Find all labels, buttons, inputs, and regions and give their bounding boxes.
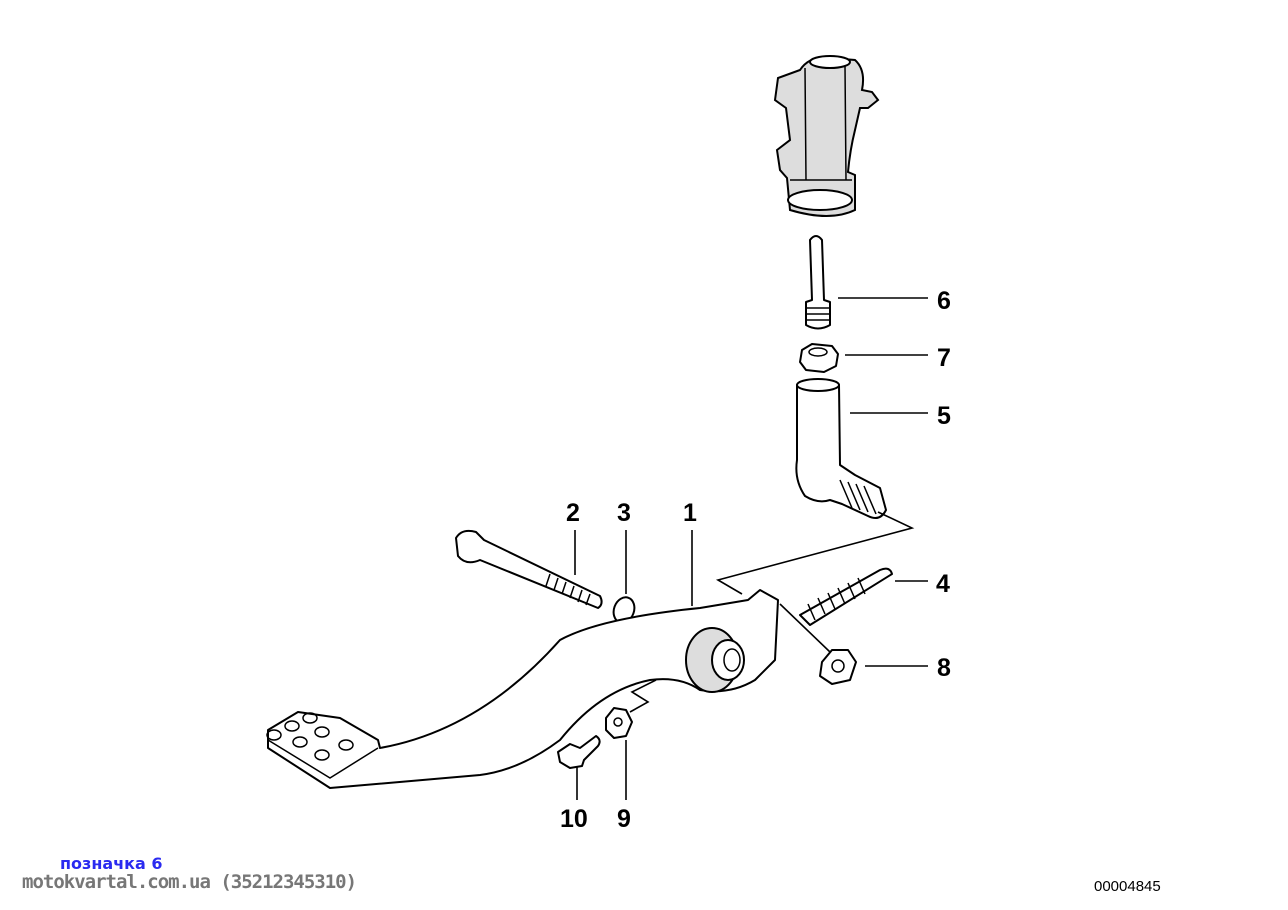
callout-8: 8 <box>937 654 951 682</box>
bolt <box>455 529 603 609</box>
assembly-leader <box>715 511 915 595</box>
diagram-code: 00004845 <box>1094 878 1161 895</box>
hex-nut-small <box>799 343 839 373</box>
spring <box>799 567 893 626</box>
callout-9: 9 <box>617 805 631 833</box>
callout-1: 1 <box>683 499 697 527</box>
nut <box>605 707 633 739</box>
brake-pedal <box>266 589 779 789</box>
callout-4: 4 <box>936 570 950 598</box>
callout-5: 5 <box>937 402 951 430</box>
screw <box>557 735 601 769</box>
callout-2: 2 <box>566 499 580 527</box>
assembly-leader <box>779 603 831 653</box>
site-watermark: motokvartal.com.ua (35212345310) <box>22 871 357 893</box>
hex-nut <box>819 649 857 685</box>
master-cylinder <box>773 55 880 217</box>
pedal-holes <box>266 712 354 761</box>
caption-label: позначка 6 <box>60 854 163 873</box>
callout-7: 7 <box>937 344 951 372</box>
callout-6: 6 <box>937 287 951 315</box>
pushrod <box>805 235 831 330</box>
callout-leaders <box>574 297 928 800</box>
callout-10: 10 <box>560 805 588 833</box>
pushrod-connector <box>795 378 887 519</box>
callout-3: 3 <box>617 499 631 527</box>
assembly-leader <box>629 679 657 713</box>
